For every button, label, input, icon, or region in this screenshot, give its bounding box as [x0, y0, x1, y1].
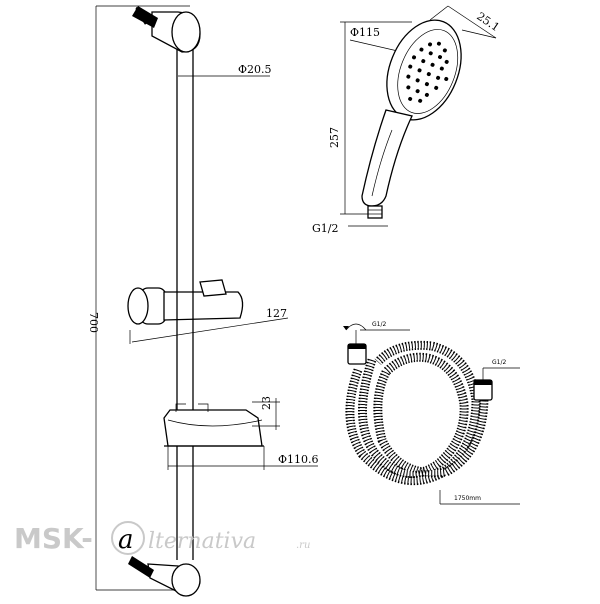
- head-thickness-label: 25.1: [474, 10, 502, 34]
- bar-diameter-label: Φ20.5: [238, 63, 272, 76]
- hose-left-fitting: [343, 323, 367, 365]
- dish-diameter-label: Φ110.6: [278, 453, 319, 466]
- bottom-bracket: [128, 556, 201, 597]
- svg-text:a: a: [118, 525, 134, 555]
- slider-width-line: [131, 317, 289, 343]
- hose-length-label: 1750mm: [454, 495, 481, 502]
- handshower-length-label: 257: [328, 127, 341, 148]
- watermark-prefix: MSK-: [14, 522, 93, 555]
- watermark-brand: lternativa: [148, 529, 256, 554]
- head-thickness-ext-1: [429, 5, 449, 21]
- watermark-logo: MSK- a lternativa .ru: [14, 521, 310, 555]
- spray-nozzles: [406, 41, 449, 103]
- head-diameter-leader: [349, 39, 403, 53]
- hose-coil: [345, 340, 489, 486]
- handle: [361, 109, 413, 207]
- shower-rail: 700 Φ20.5 127: [87, 5, 319, 597]
- head-thickness-ext-2: [461, 29, 497, 39]
- watermark-suffix: .ru: [296, 540, 310, 551]
- rail-height-label: 700: [87, 312, 100, 333]
- head-diameter-label: Φ115: [350, 26, 380, 39]
- hand-shower: 257 Φ115 25.1: [312, 5, 502, 235]
- slider-holder: [127, 279, 244, 325]
- hose: G1/2 G1/2 1750mm: [343, 321, 520, 505]
- thread-label: G1/2: [312, 222, 339, 235]
- top-bracket: [132, 6, 201, 53]
- dish-height-label: 23: [260, 396, 273, 410]
- at-sign-icon: a: [111, 521, 145, 555]
- hose-right-fitting: [473, 368, 493, 401]
- thread-connector: [367, 205, 383, 219]
- slider-width-label: 127: [266, 307, 287, 320]
- soap-dish: [163, 403, 264, 447]
- hose-left-thread-label: G1/2: [372, 321, 386, 328]
- head-thickness-line: [447, 5, 497, 39]
- hose-right-thread-label: G1/2: [492, 359, 506, 366]
